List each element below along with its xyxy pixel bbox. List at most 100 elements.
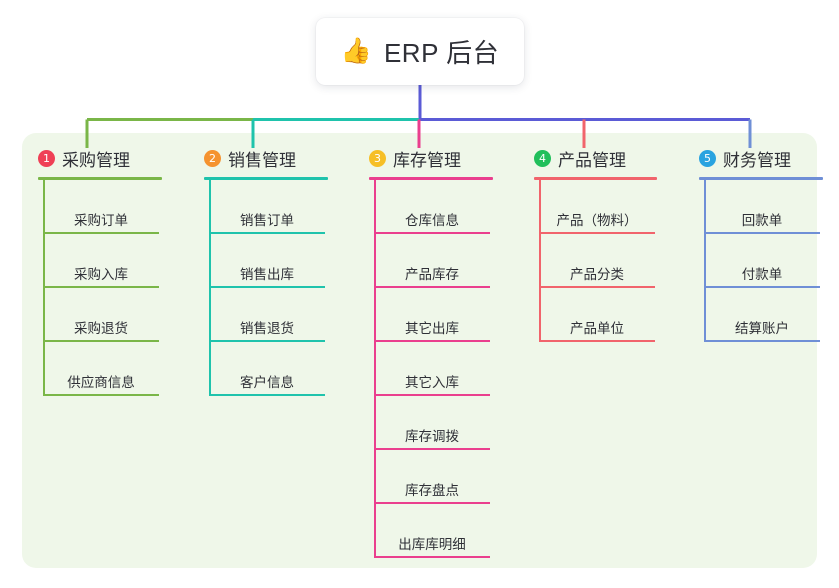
branch-leaf-list: 仓库信息产品库存其它出库其它入库库存调拨库存盘点出库库明细 [353,180,503,558]
leaf-rule [539,232,655,234]
leaf-label: 供应商信息 [67,375,135,391]
branch-column-2: 2 销售管理销售订单销售出库销售退货客户信息 [188,145,338,396]
leaf-item[interactable]: 库存盘点 [374,450,490,504]
branch-number-badge: 1 [38,149,55,167]
leaf-item[interactable]: 采购订单 [43,180,159,234]
branch-column-4: 4 产品管理产品（物料） 产品分类产品单位 [518,145,668,342]
leaf-rule [704,232,820,234]
leaf-item[interactable]: 销售订单 [209,180,325,234]
leaf-label: 付款单 [741,267,783,283]
leaf-item[interactable]: 供应商信息 [43,342,159,396]
leaf-label: 回款单 [741,213,783,229]
leaf-label: 出库库明细 [398,537,466,553]
leaf-label: 其它入库 [405,375,459,391]
root-title: ERP 后台 [383,38,500,68]
leaf-label: 产品分类 [570,267,624,283]
branch-column-1: 1 采购管理采购订单采购入库采购退货供应商信息 [22,145,172,396]
leaf-label: 销售退货 [240,321,294,337]
branch-title: 产品管理 [558,150,626,170]
branch-leaf-list: 采购订单采购入库采购退货供应商信息 [22,180,172,396]
leaf-item[interactable]: 出库库明细 [374,504,490,558]
thumbs-up-icon: 👍 [340,37,372,65]
leaf-item[interactable]: 回款单 [704,180,820,234]
leaf-label: 仓库信息 [405,213,459,229]
branch-header-4[interactable]: 4 产品管理 [518,145,668,171]
leaf-label: 采购入库 [74,267,128,283]
leaf-rule [374,394,490,396]
leaf-label: 其它出库 [405,321,459,337]
root-node-content: 👍 ERP 后台 [341,33,499,70]
branch-number-badge: 2 [204,149,221,167]
leaf-rule [43,286,159,288]
branch-header-rule [699,177,823,180]
branch-spine [209,180,211,396]
leaf-item[interactable]: 仓库信息 [374,180,490,234]
branch-title: 销售管理 [228,150,296,170]
branch-spine [43,180,45,396]
leaf-item[interactable]: 客户信息 [209,342,325,396]
leaf-rule [209,286,325,288]
branch-spine [374,180,376,558]
leaf-item[interactable]: 结算账户 [704,288,820,342]
leaf-rule [374,556,490,558]
branch-leaf-list: 销售订单销售出库销售退货客户信息 [188,180,338,396]
leaf-rule [43,340,159,342]
leaf-item[interactable]: 采购退货 [43,288,159,342]
leaf-label: 库存盘点 [405,483,459,499]
leaf-rule [43,394,159,396]
branch-leaf-list: 回款单付款单结算账户 [683,180,833,342]
branch-header-3[interactable]: 3 库存管理 [353,145,503,171]
leaf-rule [539,286,655,288]
leaf-item[interactable]: 产品单位 [539,288,655,342]
leaf-label: 库存调拨 [405,429,459,445]
leaf-item[interactable]: 库存调拨 [374,396,490,450]
leaf-item[interactable]: 其它出库 [374,288,490,342]
leaf-label: 销售订单 [240,213,294,229]
leaf-rule [374,232,490,234]
branch-header-1[interactable]: 1 采购管理 [22,145,172,171]
root-node[interactable]: 👍 ERP 后台 [316,18,524,85]
branch-number-badge: 3 [369,149,386,167]
leaf-label: 销售出库 [240,267,294,283]
branches-panel [22,133,817,568]
branch-column-5: 5 财务管理回款单付款单结算账户 [683,145,833,342]
leaf-label: 产品单位 [570,321,624,337]
leaf-rule [209,340,325,342]
branch-header-rule [204,177,328,180]
branch-number-badge: 4 [534,149,551,167]
leaf-rule [374,286,490,288]
leaf-rule [539,340,655,342]
branch-header-rule [534,177,657,180]
leaf-item[interactable]: 产品（物料） [539,180,655,234]
leaf-rule [209,394,325,396]
leaf-item[interactable]: 销售退货 [209,288,325,342]
leaf-item[interactable]: 产品库存 [374,234,490,288]
branch-header-5[interactable]: 5 财务管理 [683,145,833,171]
leaf-rule [374,340,490,342]
leaf-rule [704,340,820,342]
branch-header-rule [38,177,162,180]
leaf-rule [374,502,490,504]
branch-title: 财务管理 [723,150,791,170]
branch-title: 采购管理 [62,150,130,170]
branch-title: 库存管理 [393,150,461,170]
leaf-rule [43,232,159,234]
leaf-item[interactable]: 其它入库 [374,342,490,396]
leaf-label: 结算账户 [735,321,789,337]
leaf-item[interactable]: 销售出库 [209,234,325,288]
branch-header-2[interactable]: 2 销售管理 [188,145,338,171]
branch-leaf-list: 产品（物料） 产品分类产品单位 [518,180,668,342]
leaf-rule [374,448,490,450]
branch-header-rule [369,177,493,180]
leaf-item[interactable]: 产品分类 [539,234,655,288]
leaf-label: 产品库存 [405,267,459,283]
branch-spine [704,180,706,342]
leaf-rule [704,286,820,288]
branch-spine [539,180,541,342]
branch-column-3: 3 库存管理仓库信息产品库存其它出库其它入库库存调拨库存盘点出库库明细 [353,145,503,558]
leaf-label: 采购订单 [74,213,128,229]
branch-number-badge: 5 [699,149,716,167]
leaf-item[interactable]: 采购入库 [43,234,159,288]
leaf-item[interactable]: 付款单 [704,234,820,288]
